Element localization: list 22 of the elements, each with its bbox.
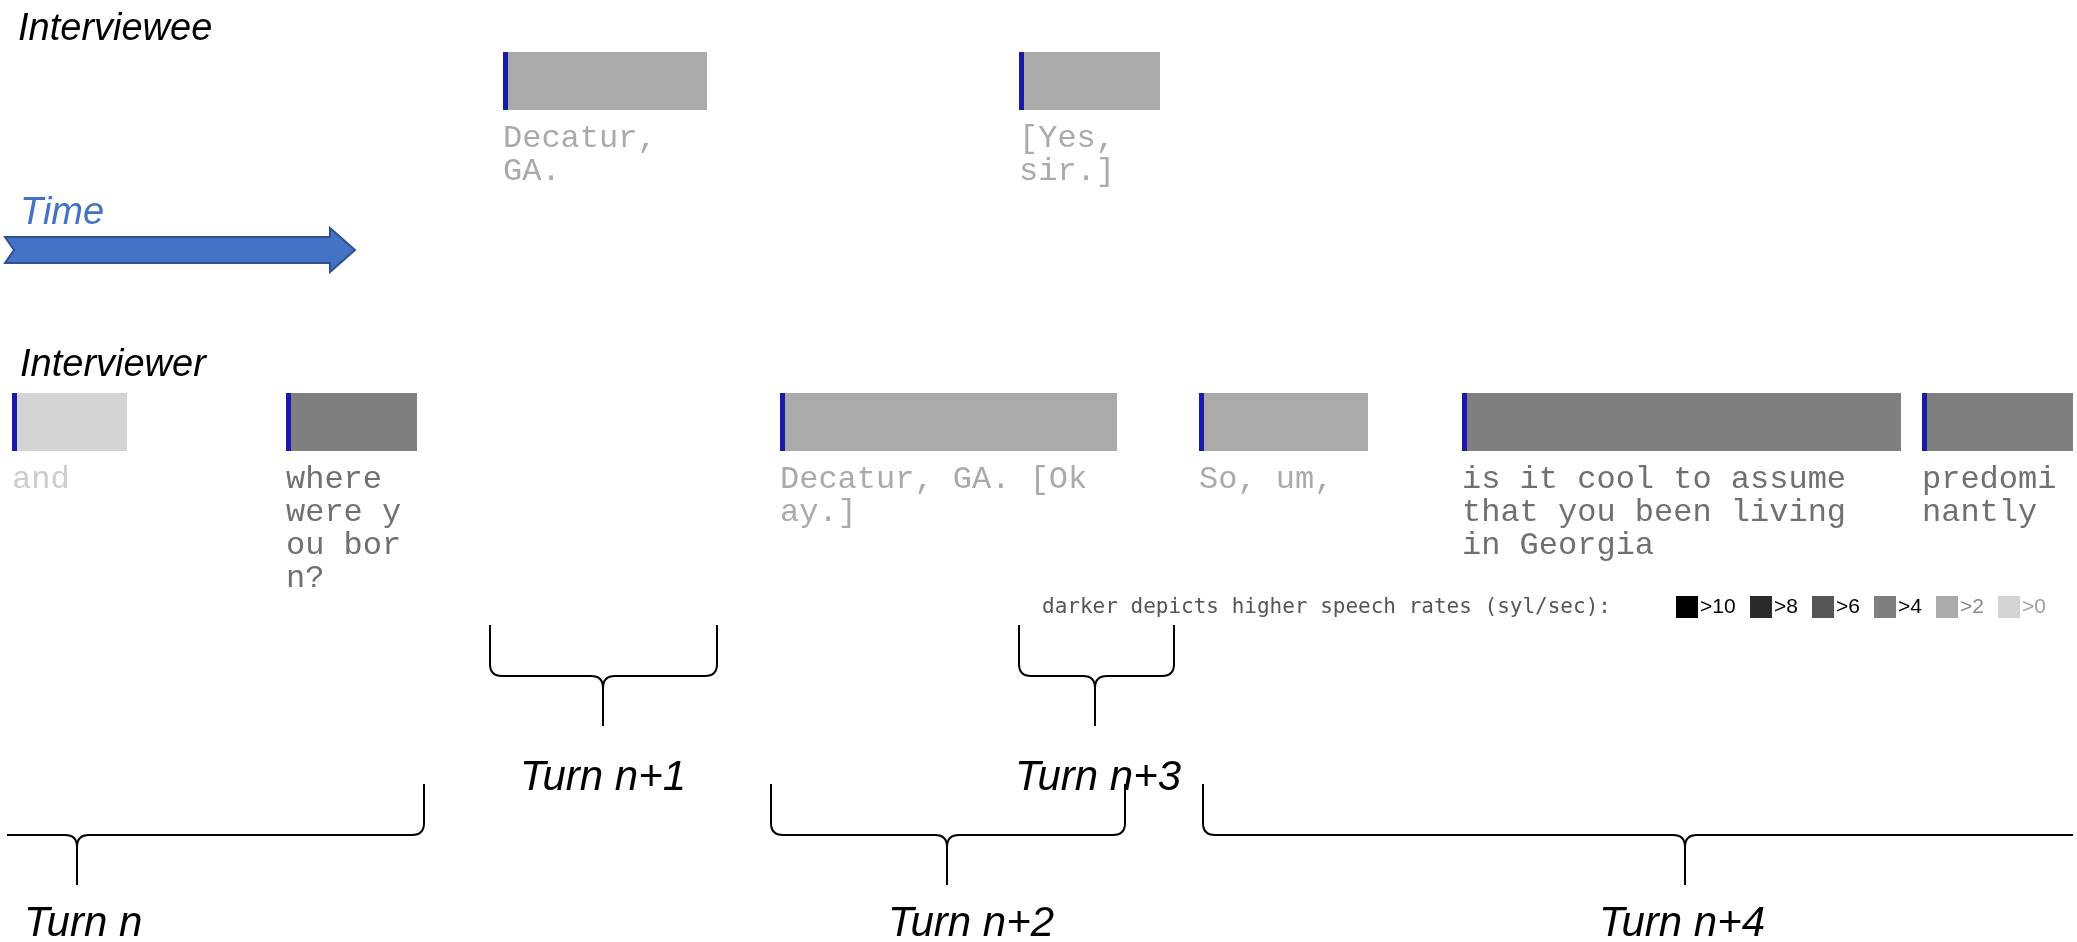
legend-text: >0: [2022, 594, 2046, 618]
turn-label: Turn n+4: [1598, 898, 1766, 942]
transcript-text: [Yes, sir.]: [1019, 122, 1116, 188]
transcript-text: Decatur, GA. [Okay.]: [780, 463, 1088, 529]
speaker-label: Interviewee: [18, 6, 213, 49]
transcript-text: predominantly: [1922, 463, 2057, 529]
legend-text: >6: [1836, 594, 1860, 618]
legend-title: darker depicts higher speech rates (syl/sec):: [1042, 594, 1611, 618]
transcript-text: where were you born?: [286, 463, 402, 595]
turn-label: Turn n+1: [519, 752, 687, 800]
time-label: Time: [20, 190, 105, 233]
turn-label: Turn n+3: [1014, 752, 1182, 800]
transcript-text: is it cool to assume that you been living in Georgia: [1462, 463, 1848, 562]
speaker-label: Interviewer: [20, 342, 206, 385]
turn-label: Turn n+2: [887, 898, 1055, 942]
turn-label: Turn n: [24, 898, 143, 942]
transcript-text: So, um,: [1199, 463, 1335, 496]
transcript-text: Decatur, GA.: [503, 122, 657, 188]
legend-text: >2: [1960, 594, 1984, 618]
legend-text: >8: [1774, 594, 1798, 618]
legend-text: >4: [1898, 594, 1922, 618]
legend-text: >10: [1700, 594, 1736, 618]
